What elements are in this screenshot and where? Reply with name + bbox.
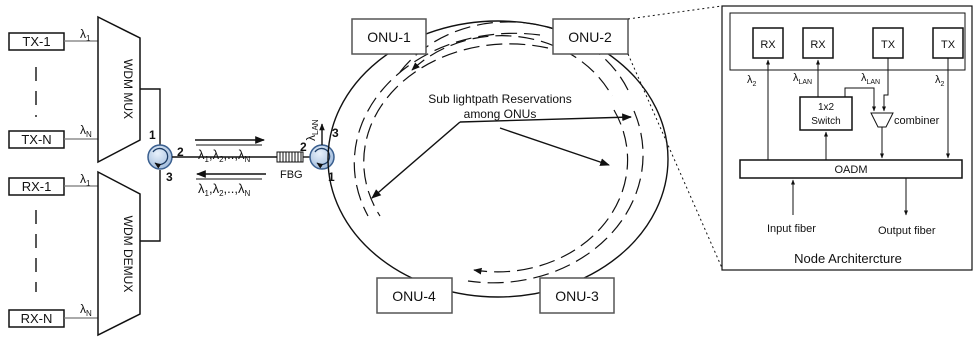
node-combiner-label: combiner [894, 115, 940, 127]
reservation-text-line2: among ONUs [464, 107, 537, 121]
svg-text:RX: RX [760, 39, 776, 51]
node-rx-2: RX [802, 27, 834, 59]
circulator-to-demux [140, 170, 161, 242]
tx-1-label: TX-1 [22, 34, 50, 49]
node-tx-1: TX [872, 27, 904, 59]
tx-1-lambda: λ1 [80, 27, 91, 43]
rx-n-label: RX-N [21, 311, 53, 326]
left-circulator [147, 144, 173, 170]
node-output-label: Output fiber [878, 225, 936, 237]
svg-text:TX: TX [941, 39, 956, 51]
reservation-text-line1: Sub lightpath Reservations [428, 92, 571, 106]
wdm-mux [97, 15, 141, 164]
tx-n-box: TX-N [8, 130, 65, 149]
reservation-arrow-1 [371, 121, 461, 199]
right-circ-port-1: 1 [328, 170, 335, 184]
lan-wavelength: λLAN [304, 119, 320, 141]
svg-text:1x2: 1x2 [818, 102, 835, 113]
node-combiner [870, 112, 894, 128]
node-switch-to-combiner [844, 87, 876, 112]
left-circ-port-2: 2 [177, 145, 184, 159]
zoom-line-bottom [627, 53, 723, 269]
node-input-label: Input fiber [767, 223, 816, 235]
svg-text:TX: TX [881, 39, 896, 51]
node-switch: 1x2 Switch [799, 96, 853, 131]
svg-text:RX: RX [810, 39, 826, 51]
reservation-path-right [467, 110, 644, 284]
node-oadm: OADM [739, 159, 963, 179]
node-lambda-2-right: λ2 [935, 74, 945, 88]
tx-n-label: TX-N [21, 132, 51, 147]
mux-to-circulator [140, 88, 161, 145]
onu-2: ONU-2 [552, 18, 629, 55]
rx-1-box: RX-1 [8, 177, 65, 196]
onu-4-label: ONU-4 [392, 288, 436, 304]
zoom-line-top [627, 5, 723, 20]
onu-1-label: ONU-1 [367, 29, 411, 45]
reservation-arrow-2 [459, 113, 632, 123]
reservation-arrow-3 [499, 127, 610, 166]
onu-3: ONU-3 [539, 277, 615, 314]
node-architecture-title: Node Architercture [794, 251, 902, 266]
onu-3-label: ONU-3 [555, 288, 599, 304]
tx-1-box: TX-1 [8, 32, 65, 51]
rx-1-lambda: λ1 [80, 172, 91, 188]
node-rx-1: RX [752, 27, 784, 59]
node-lambda-2-left: λ2 [747, 74, 757, 88]
wdm-demux-label: WDM DEMUX [121, 216, 135, 293]
wdm-mux-label: WDM MUX [121, 59, 135, 119]
svg-text:Switch: Switch [811, 116, 840, 127]
wdm-demux [97, 170, 141, 337]
fiber-ring [327, 20, 669, 298]
node-tx-2: TX [932, 27, 964, 59]
fbg-label: FBG [280, 169, 303, 181]
rx-n-lambda: λN [80, 302, 92, 318]
reservation-path-left [353, 32, 541, 217]
rx-1-label: RX-1 [22, 179, 52, 194]
right-circ-port-3: 3 [332, 126, 339, 140]
onu-4: ONU-4 [376, 277, 453, 314]
onu-2-label: ONU-2 [568, 29, 612, 45]
reservation-path-top [399, 21, 629, 91]
left-circ-port-3: 3 [166, 170, 173, 184]
right-circulator [309, 144, 335, 170]
upstream-wavelengths: λ1,λ2,..,λN [198, 181, 250, 198]
left-circ-port-1: 1 [149, 128, 156, 142]
downstream-wavelengths: λ1,λ2,..,λN [198, 147, 250, 164]
onu-1: ONU-1 [351, 18, 427, 55]
tx-n-lambda: λN [80, 123, 92, 139]
rx-n-box: RX-N [8, 309, 65, 328]
right-circ-port-2: 2 [300, 140, 307, 154]
node-tx1-to-combiner [882, 58, 889, 112]
svg-text:OADM: OADM [835, 164, 868, 176]
